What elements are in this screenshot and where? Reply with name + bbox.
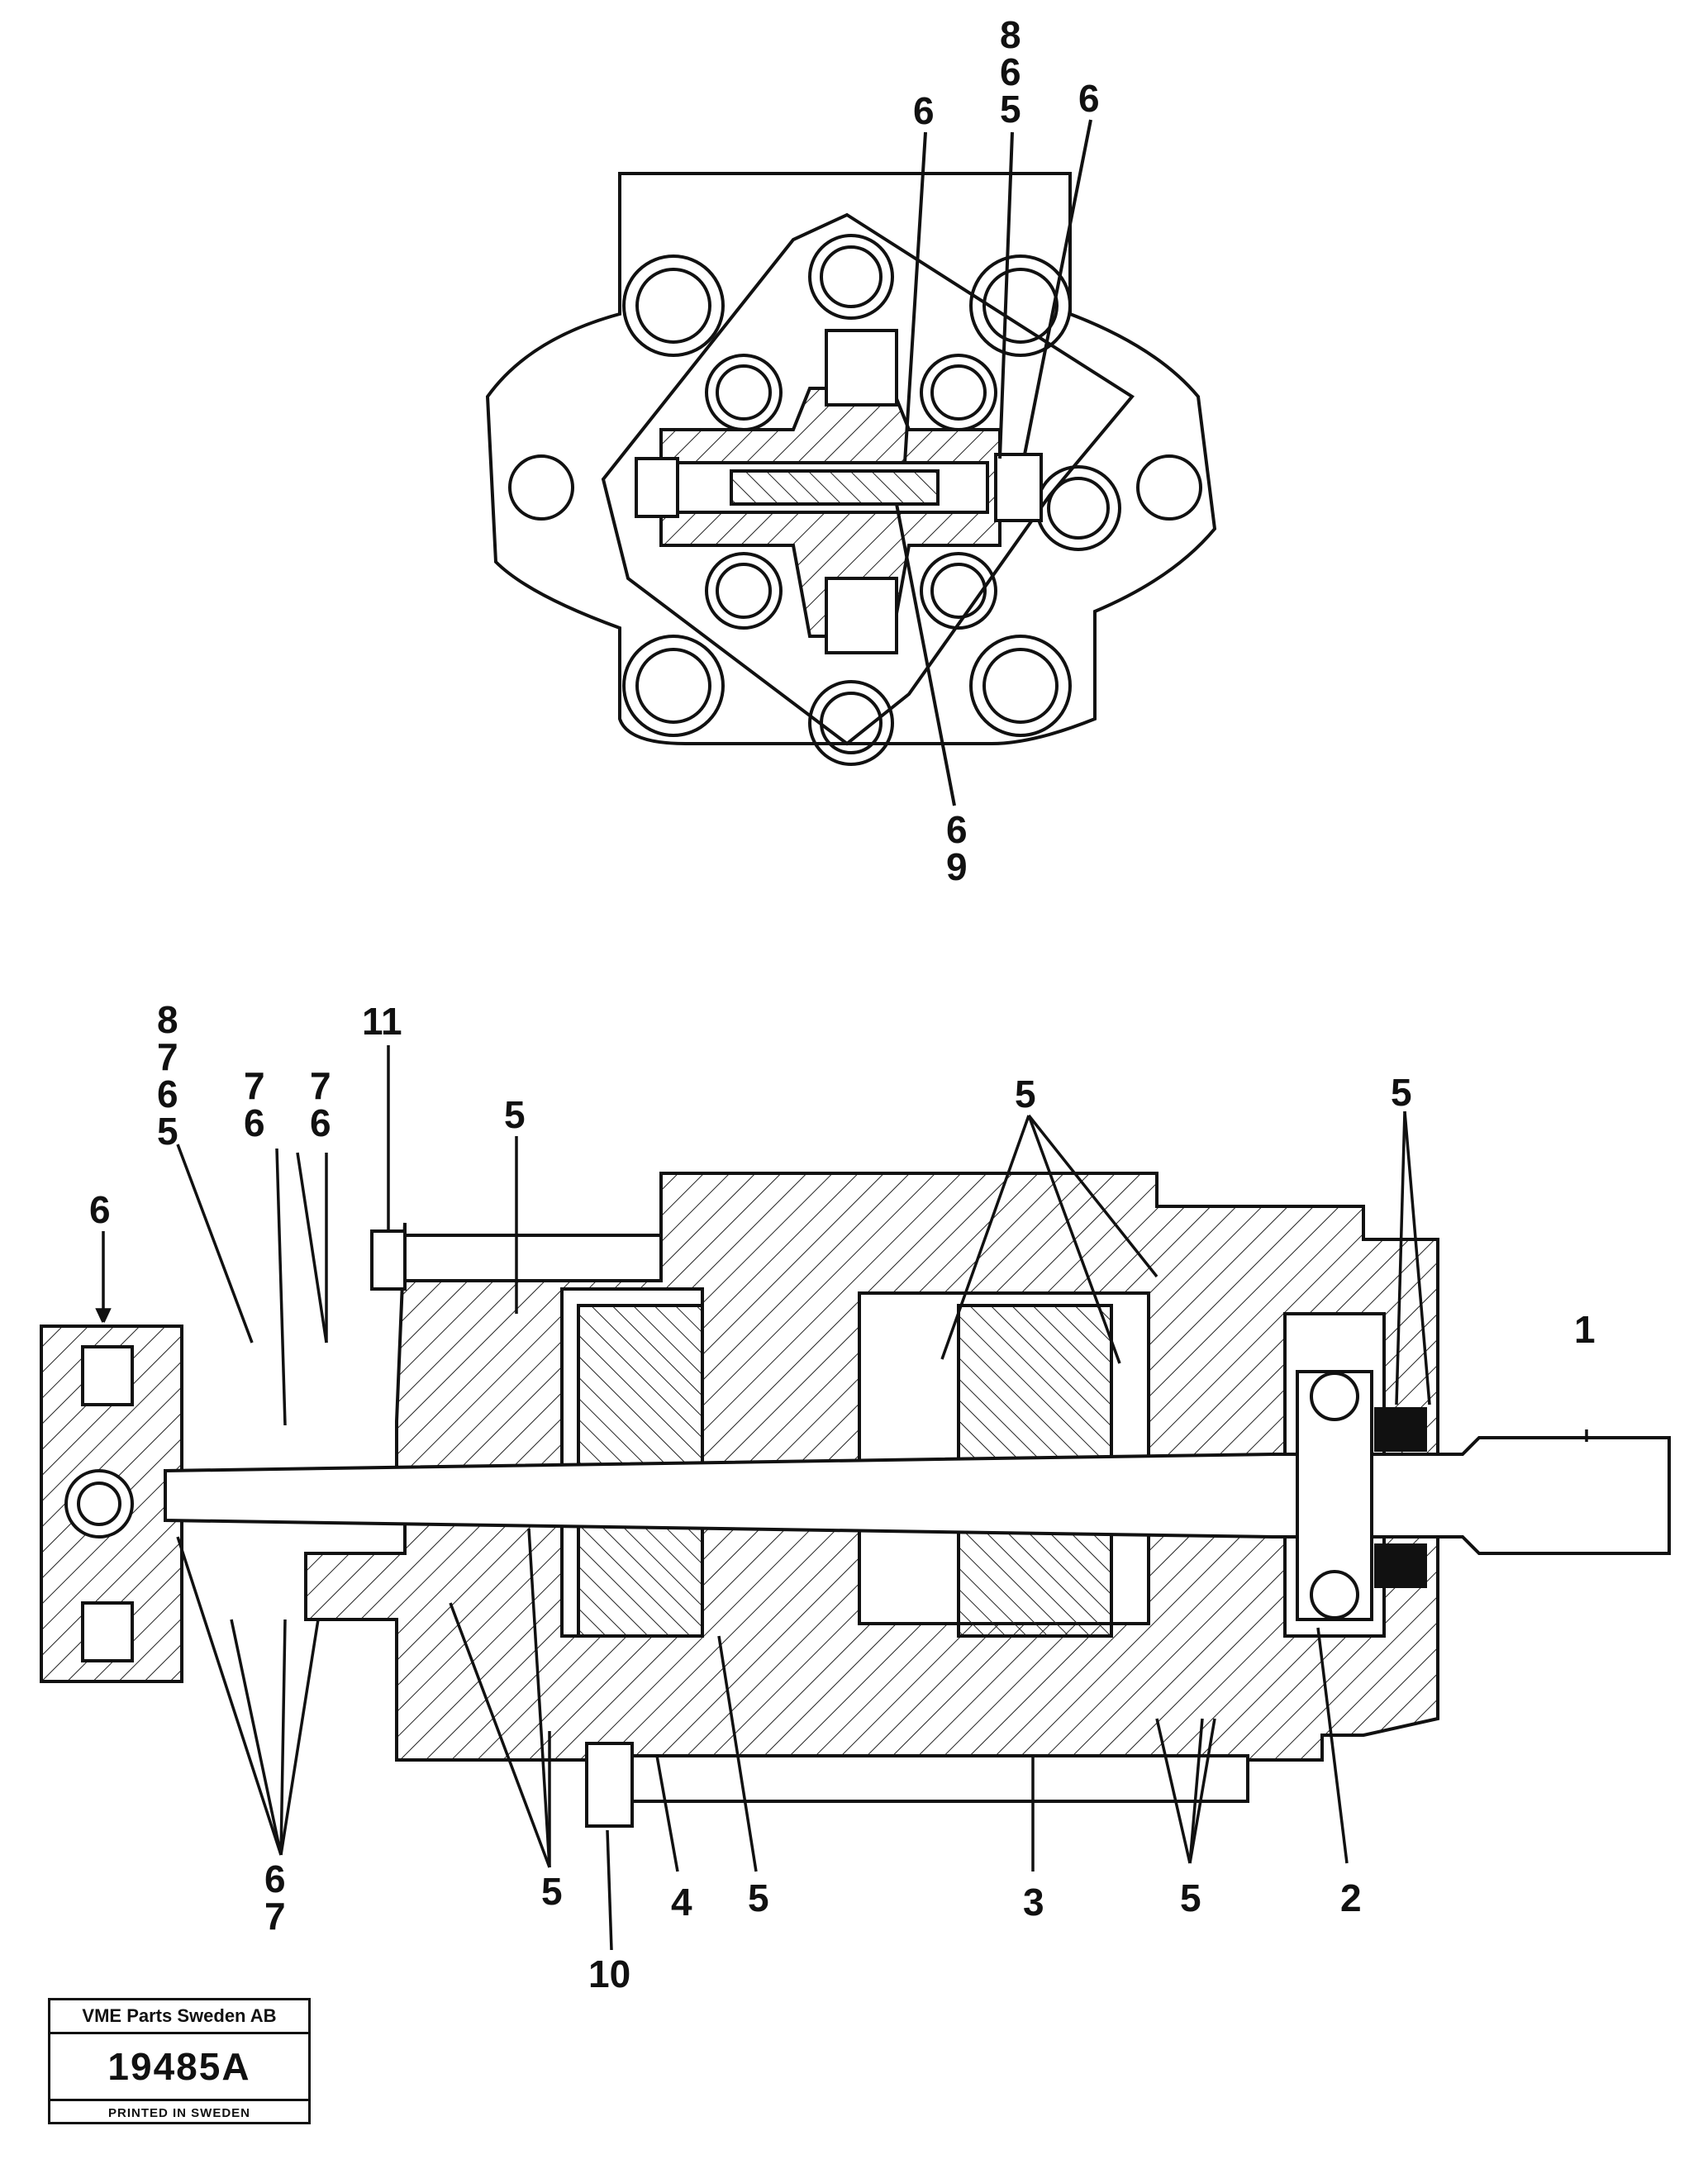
label-top-5: 5 — [1000, 88, 1021, 131]
label-sec-5-top-right: 5 — [1391, 1071, 1412, 1114]
label-sec-6-left: 6 — [89, 1188, 111, 1231]
section-leader-lines — [95, 1045, 1588, 1951]
relief-valve — [64, 1469, 134, 1539]
stamp-printed: PRINTED IN SWEDEN — [107, 2105, 250, 2120]
label-sec-11: 11 — [362, 1000, 402, 1043]
label-sec-5-bottom-b: 5 — [748, 1876, 769, 1919]
label-sec-5-bottom-c: 5 — [1180, 1876, 1201, 1919]
label-sec-5-top-mid: 5 — [1015, 1072, 1036, 1115]
top-housing-outline — [485, 172, 1217, 745]
valve-spool — [730, 469, 940, 506]
shaft-seal — [1374, 1407, 1427, 1452]
label-top-6c: 6 — [1078, 77, 1100, 120]
top-port — [825, 329, 898, 407]
label-sec-7a: 7 — [244, 1064, 265, 1107]
top-end-view — [485, 119, 1217, 806]
label-sec-7-bottom: 7 — [264, 1895, 286, 1938]
label-sec-1: 1 — [1574, 1308, 1596, 1351]
label-top-6a: 6 — [913, 89, 935, 132]
label-top-6d: 6 — [946, 808, 968, 851]
section-view — [40, 1172, 1671, 1828]
stamp-number: 19485A — [50, 2034, 308, 2101]
right-ear-hole — [1136, 454, 1202, 521]
bottom-port — [825, 577, 898, 654]
label-top-8: 8 — [1000, 13, 1021, 56]
top-through-bolt — [395, 1234, 663, 1282]
drive-shaft — [164, 1436, 1671, 1555]
top-bolt-head — [370, 1229, 407, 1291]
label-sec-7: 7 — [157, 1035, 178, 1078]
label-sec-5-top-left: 5 — [504, 1093, 526, 1136]
label-sec-6: 6 — [157, 1072, 178, 1115]
label-sec-7b: 7 — [310, 1064, 331, 1107]
label-sec-4: 4 — [671, 1881, 692, 1924]
label-sec-8: 8 — [157, 998, 178, 1041]
label-sec-10: 10 — [588, 1952, 630, 1995]
left-ear-hole — [508, 454, 574, 521]
label-sec-2: 2 — [1340, 1876, 1362, 1919]
label-sec-3: 3 — [1023, 1881, 1044, 1924]
parts-stamp: VME Parts Sweden AB 19485A PRINTED IN SW… — [48, 1998, 311, 2124]
stamp-company: VME Parts Sweden AB — [50, 2000, 308, 2034]
label-sec-6b: 6 — [310, 1101, 331, 1144]
bottom-bolt-head — [585, 1742, 634, 1828]
label-sec-5: 5 — [157, 1110, 178, 1153]
label-top-6b: 6 — [1000, 50, 1021, 93]
bottom-through-bolt — [618, 1754, 1249, 1803]
left-plug — [635, 457, 679, 518]
corner-bolts — [622, 254, 1072, 737]
label-sec-5-bottom-a: 5 — [541, 1870, 563, 1913]
label-top-9: 9 — [946, 845, 968, 888]
label-sec-6a: 6 — [244, 1101, 265, 1144]
label-sec-6b-bottom: 6 — [264, 1857, 286, 1900]
valve-cover-diamond — [601, 212, 1135, 746]
right-plug — [994, 453, 1043, 522]
